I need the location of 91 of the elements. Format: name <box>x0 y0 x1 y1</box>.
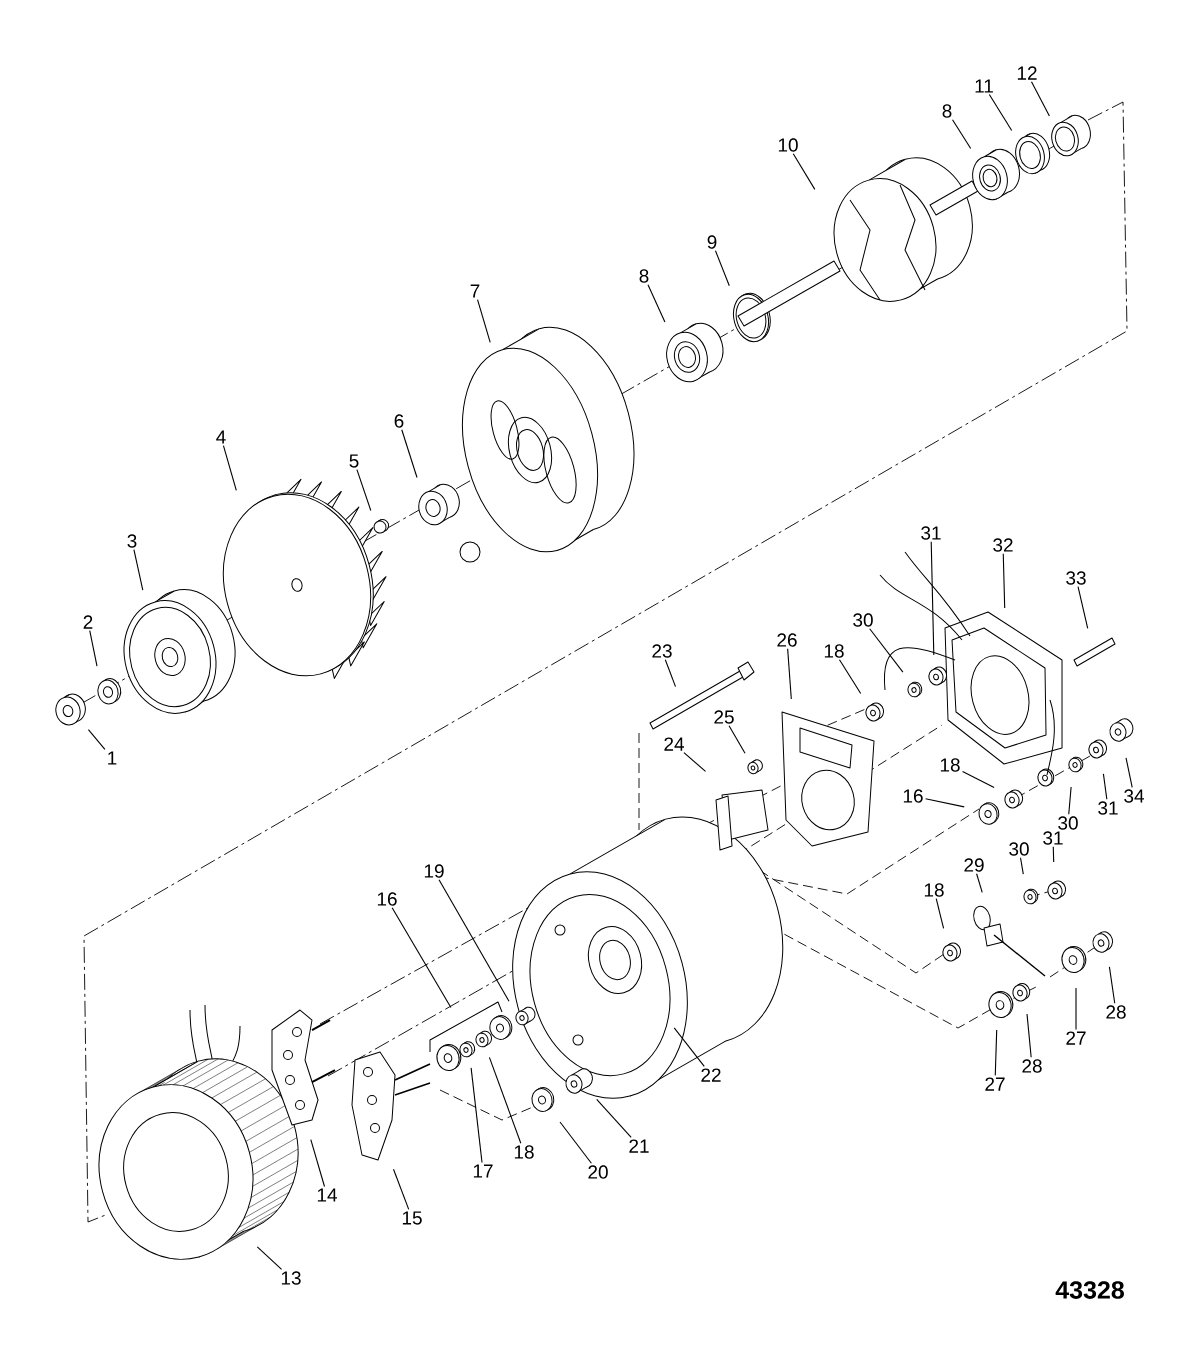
callout-number: 13 <box>281 1271 301 1285</box>
callout-number: 18 <box>924 883 944 897</box>
leader-line <box>596 1098 632 1138</box>
callout-number: 26 <box>777 633 797 647</box>
leader-line <box>683 752 707 772</box>
callout-number: 18 <box>824 644 844 658</box>
callout-number: 18 <box>940 758 960 772</box>
callout-number: 25 <box>714 710 734 724</box>
callout-number: 15 <box>402 1211 422 1225</box>
leader-line <box>1108 966 1116 1004</box>
leader-line <box>935 898 945 929</box>
leader-line <box>647 284 666 323</box>
callout-number: 28 <box>1022 1059 1042 1073</box>
leader-line <box>87 729 106 750</box>
leader-line <box>133 549 144 591</box>
leader-line <box>976 873 983 893</box>
callout-number: 32 <box>993 538 1013 552</box>
leader-line <box>988 94 1013 132</box>
leader-line <box>559 1121 592 1164</box>
leader-line <box>310 1139 326 1188</box>
leader-line <box>925 798 965 808</box>
callout-number: 34 <box>1124 789 1144 803</box>
callout-number: 2 <box>83 615 93 629</box>
callout-number: 7 <box>470 284 480 298</box>
callout-number: 16 <box>377 892 397 906</box>
callout-number: 11 <box>975 79 993 93</box>
leader-line <box>664 659 677 688</box>
leader-line <box>1002 553 1006 609</box>
leader-line <box>673 1027 705 1067</box>
leader-line <box>256 1246 283 1270</box>
callout-number: 10 <box>778 138 798 152</box>
leader-line <box>930 541 935 656</box>
callout-number: 16 <box>903 789 923 803</box>
callout-number: 8 <box>639 269 649 283</box>
callout-number: 27 <box>985 1077 1005 1091</box>
leader-line <box>470 1067 483 1164</box>
leader-line <box>391 907 452 1008</box>
leader-line <box>476 299 491 343</box>
leader-line <box>222 445 237 491</box>
leader-line <box>1075 987 1077 1030</box>
leader-line <box>1125 757 1133 788</box>
callout-number: 21 <box>629 1139 649 1153</box>
callout-number: 4 <box>216 430 226 444</box>
callout-number: 27 <box>1066 1031 1086 1045</box>
leader-line <box>89 630 98 667</box>
callout-number: 30 <box>1058 816 1078 830</box>
leader-line <box>838 659 862 695</box>
callout-number: 17 <box>473 1164 493 1178</box>
leader-line <box>714 250 730 287</box>
callout-number: 24 <box>664 737 684 751</box>
callout-number: 12 <box>1017 66 1037 80</box>
leader-line <box>1052 846 1055 863</box>
leader-line <box>1030 81 1050 117</box>
leader-line <box>356 469 372 512</box>
callout-number: 23 <box>652 644 672 658</box>
leader-line <box>962 770 995 789</box>
leader-line <box>1026 1013 1032 1058</box>
leader-line <box>728 725 746 754</box>
callout-number: 31 <box>1043 831 1063 845</box>
callout-number: 6 <box>394 414 404 428</box>
leader-line <box>792 153 816 190</box>
leader-line <box>787 648 792 700</box>
callout-number: 5 <box>349 454 359 468</box>
callout-number: 33 <box>1066 571 1086 585</box>
callout-number: 30 <box>853 613 873 627</box>
callout-number: 29 <box>964 858 984 872</box>
callout-number: 9 <box>707 235 717 249</box>
leader-line <box>392 1168 410 1210</box>
callout-number: 8 <box>942 104 952 118</box>
callout-number: 14 <box>317 1188 337 1202</box>
leader-line <box>1068 786 1072 815</box>
callout-number: 1 <box>108 751 117 765</box>
callout-number: 20 <box>588 1165 608 1179</box>
callout-number: 31 <box>921 526 941 540</box>
callout-number: 31 <box>1098 801 1118 815</box>
leader-line <box>951 119 972 150</box>
callout-number: 18 <box>514 1145 534 1159</box>
callout-number: 3 <box>127 534 137 548</box>
leader-line <box>1077 586 1089 629</box>
leader-line <box>488 1056 522 1144</box>
leader-line <box>994 1029 998 1076</box>
callout-number: 19 <box>424 864 444 878</box>
leader-line <box>1102 773 1108 800</box>
leader-line <box>401 429 418 479</box>
callout-number: 28 <box>1106 1005 1126 1019</box>
callout-number: 22 <box>701 1068 721 1082</box>
figure-number: 43328 <box>1055 1281 1124 1299</box>
leader-line <box>1019 857 1024 875</box>
callout-number: 30 <box>1009 842 1029 856</box>
leader-line <box>438 879 510 1002</box>
leader-line <box>869 628 904 673</box>
